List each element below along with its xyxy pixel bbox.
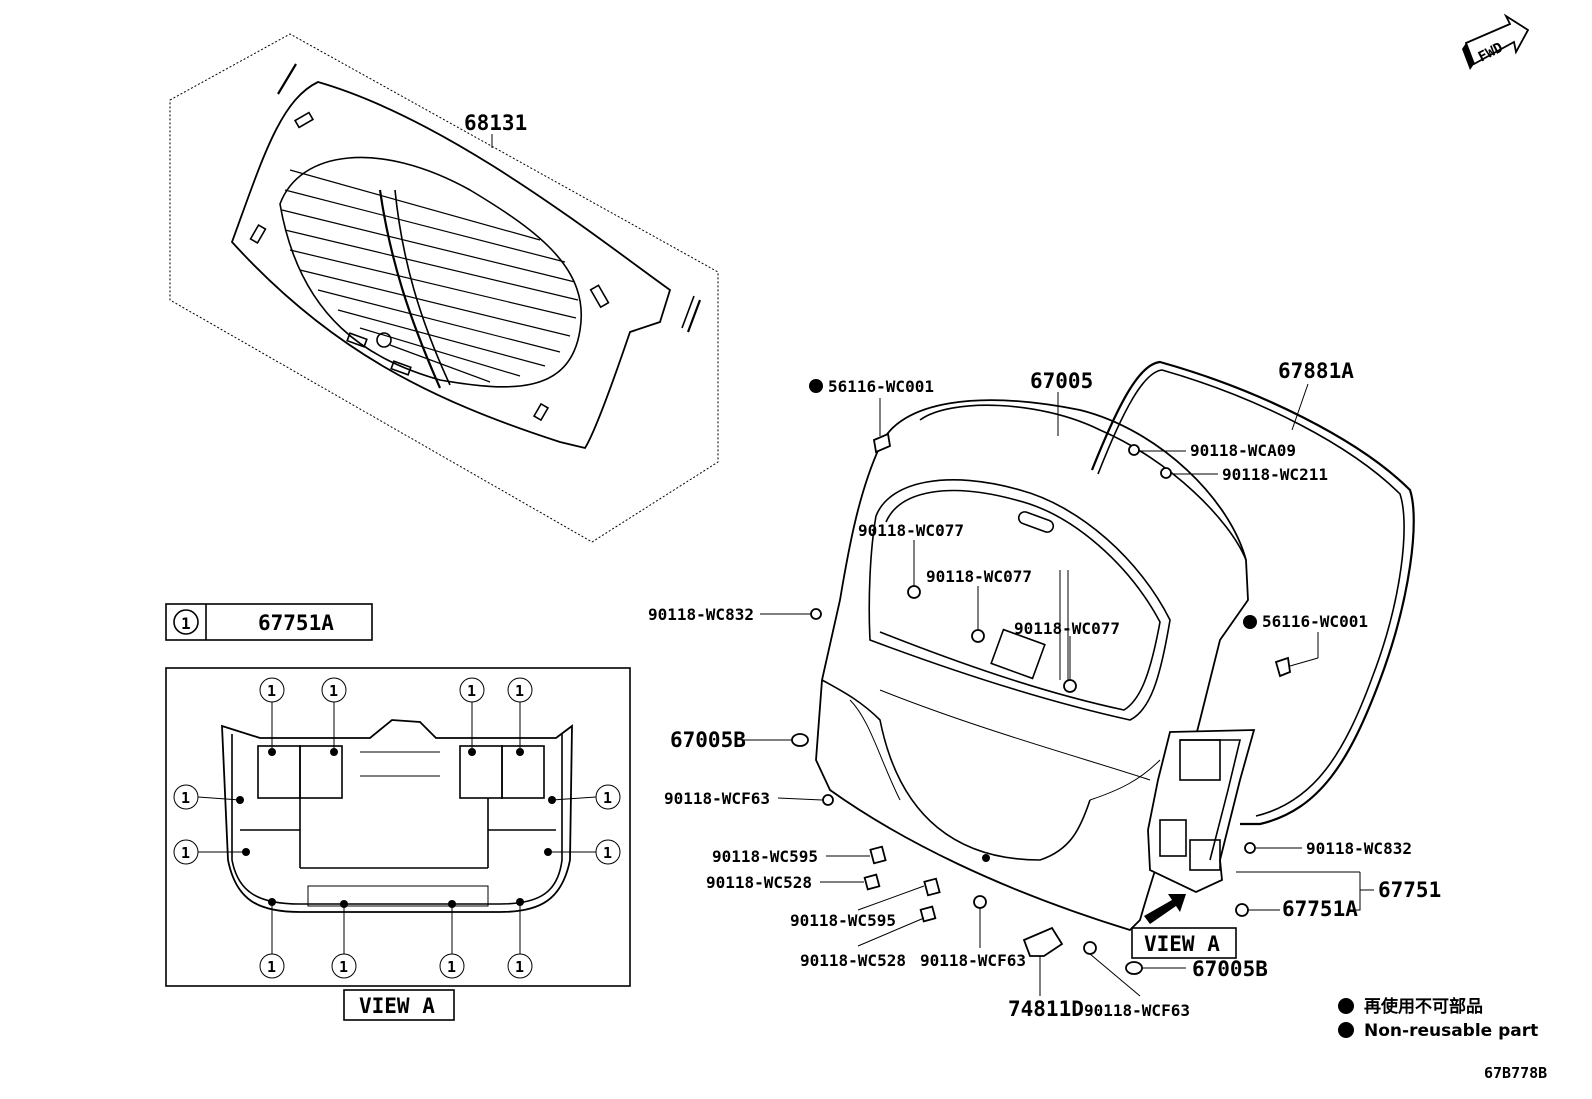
label-67751a: 67751A bbox=[1282, 897, 1358, 921]
non-reusable-marker bbox=[1243, 615, 1257, 629]
label-90118-wcf63-a: 90118-WCF63 bbox=[664, 789, 770, 808]
clip-num: 1 bbox=[515, 958, 524, 976]
callout-part: 67751A bbox=[258, 611, 334, 635]
label-90118-wcf63-b: 90118-WCF63 bbox=[920, 951, 1026, 970]
fasteners bbox=[791, 432, 1291, 975]
label-90118-wc528-b: 90118-WC528 bbox=[800, 951, 906, 970]
label-67881a: 67881A bbox=[1278, 359, 1354, 383]
label-74811d: 74811D bbox=[1008, 997, 1084, 1021]
leader-lines bbox=[744, 383, 1374, 997]
label-90118-wc211: 90118-WC211 bbox=[1222, 465, 1328, 484]
fwd-arrow-icon: FWD bbox=[1462, 13, 1530, 70]
label-90118-wc077-c: 90118-WC077 bbox=[1014, 619, 1120, 638]
clip-num: 1 bbox=[267, 958, 276, 976]
label-67005b-b: 67005B bbox=[1192, 957, 1268, 981]
legend: 再使用不可部品 Non-reusable part bbox=[1338, 996, 1538, 1041]
clip-num: 1 bbox=[339, 958, 348, 976]
callout-symbol: 1 bbox=[181, 614, 191, 633]
clip-num: 1 bbox=[181, 789, 190, 807]
label-90118-wc077-b: 90118-WC077 bbox=[926, 567, 1032, 586]
view-a-detail-label: VIEW A bbox=[359, 994, 435, 1018]
label-67005: 67005 bbox=[1030, 369, 1093, 393]
label-90118-wc832-a: 90118-WC832 bbox=[648, 605, 754, 624]
clip-num: 1 bbox=[267, 682, 276, 700]
clip-num: 1 bbox=[447, 958, 456, 976]
clip-callouts bbox=[173, 677, 621, 979]
clip-num: 1 bbox=[181, 844, 190, 862]
weatherstrip bbox=[1090, 360, 1415, 826]
back-glass bbox=[230, 63, 702, 450]
back-door bbox=[815, 399, 1249, 932]
callout-legend: 1 67751A bbox=[165, 603, 373, 641]
view-a-detail: 1 1 1 1 1 1 1 1 1 1 1 1 bbox=[165, 667, 631, 987]
non-reusable-marker bbox=[809, 379, 823, 393]
label-67005b-a: 67005B bbox=[670, 728, 746, 752]
label-56116-wc001-b: 56116-WC001 bbox=[1262, 612, 1368, 631]
label-68131: 68131 bbox=[464, 111, 527, 135]
clip-num: 1 bbox=[603, 789, 612, 807]
clip-num: 1 bbox=[603, 844, 612, 862]
label-56116-wc001-a: 56116-WC001 bbox=[828, 377, 934, 396]
clip-num: 1 bbox=[515, 682, 524, 700]
label-90118-wc595-b: 90118-WC595 bbox=[790, 911, 896, 930]
legend-en: Non-reusable part bbox=[1364, 1021, 1538, 1041]
clip-num: 1 bbox=[329, 682, 338, 700]
label-90118-wc528-a: 90118-WC528 bbox=[706, 873, 812, 892]
label-90118-wc077-a: 90118-WC077 bbox=[858, 521, 964, 540]
label-90118-wc832-b: 90118-WC832 bbox=[1306, 839, 1412, 858]
label-90118-wcf63-c: 90118-WCF63 bbox=[1084, 1001, 1190, 1020]
glass-frame bbox=[169, 33, 719, 543]
trim-board bbox=[1147, 729, 1256, 893]
defogger-lines bbox=[281, 169, 579, 383]
label-90118-wca09: 90118-WCA09 bbox=[1190, 441, 1296, 460]
view-a-arrow-icon bbox=[1144, 894, 1186, 924]
view-a-label: VIEW A bbox=[1144, 932, 1220, 956]
label-90118-wc595-a: 90118-WC595 bbox=[712, 847, 818, 866]
clip-num: 1 bbox=[467, 682, 476, 700]
label-67751: 67751 bbox=[1378, 878, 1441, 902]
figure-id: 67B778B bbox=[1484, 1064, 1547, 1082]
legend-jp: 再使用不可部品 bbox=[1364, 996, 1483, 1017]
